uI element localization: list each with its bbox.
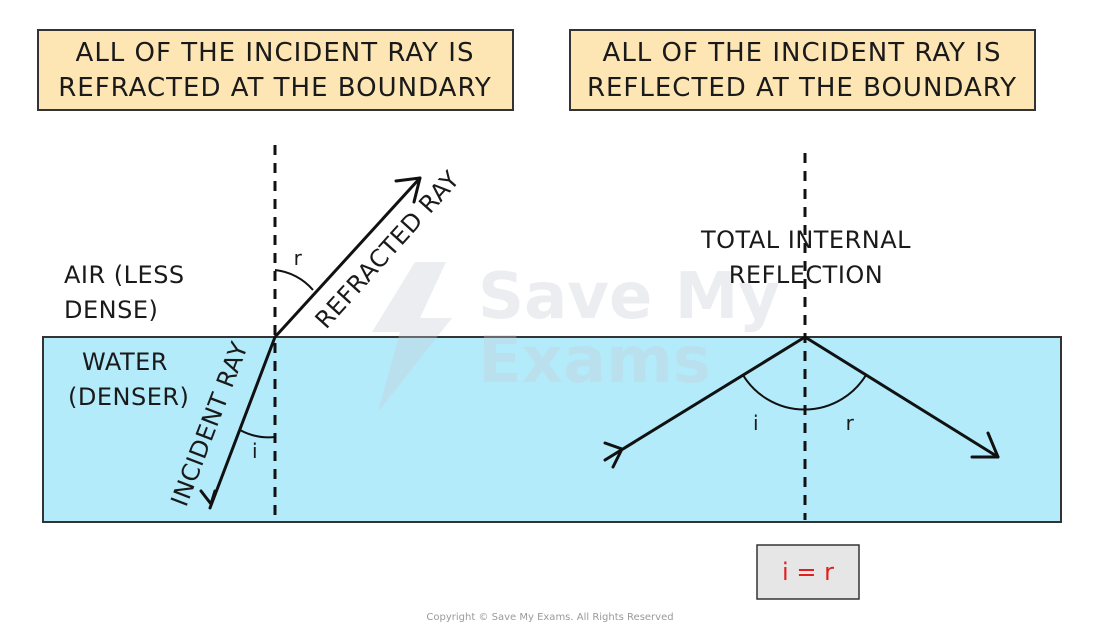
watermark-bolt-icon	[372, 262, 452, 412]
angle-i-arc-left	[239, 429, 276, 439]
right-caption-line1: ALL OF THE INCIDENT RAY IS	[603, 38, 1002, 68]
incident-ray	[208, 335, 277, 510]
tir-reflected-ray-arrowhead	[970, 431, 1000, 459]
tir-angle-arc	[742, 374, 867, 411]
watermark: Save My Exams	[372, 260, 780, 412]
angle-r-right: r	[846, 411, 855, 435]
tir-label-line2: REFLECTION	[729, 261, 884, 289]
tir-incident-ray-arrowhead	[603, 441, 624, 469]
left-caption-line1: ALL OF THE INCIDENT RAY IS	[76, 38, 475, 68]
water-label-line2: (DENSER)	[68, 383, 189, 411]
left-caption-line2: REFRACTED AT THE BOUNDARY	[58, 73, 492, 103]
water-label-line1: WATER	[82, 348, 168, 376]
right-caption-line2: REFLECTED AT THE BOUNDARY	[587, 73, 1017, 103]
refracted-ray	[273, 176, 422, 339]
refracted-ray-arrowhead	[394, 176, 422, 204]
equation-box	[756, 544, 860, 600]
tir-incident-ray	[603, 335, 807, 462]
water-region	[42, 336, 1062, 523]
right-caption-box	[569, 29, 1036, 111]
angle-r-left: r	[294, 246, 303, 270]
watermark-line2: Exams	[478, 324, 711, 398]
angle-i-right: i	[753, 411, 759, 435]
watermark-line1: Save My	[478, 260, 780, 334]
equation-text: i = r	[782, 558, 834, 586]
copyright: Copyright © Save My Exams. All Rights Re…	[426, 612, 673, 623]
air-label-line2: DENSE)	[64, 296, 158, 324]
angle-i-left: i	[252, 439, 258, 463]
air-label-line1: AIR (LESS	[64, 261, 185, 289]
tir-label-line1: TOTAL INTERNAL	[700, 226, 911, 254]
incident-ray-arrowhead	[199, 489, 217, 506]
angle-r-arc-left	[274, 269, 314, 291]
left-caption-box	[37, 29, 514, 111]
tir-reflected-ray	[803, 335, 1000, 459]
